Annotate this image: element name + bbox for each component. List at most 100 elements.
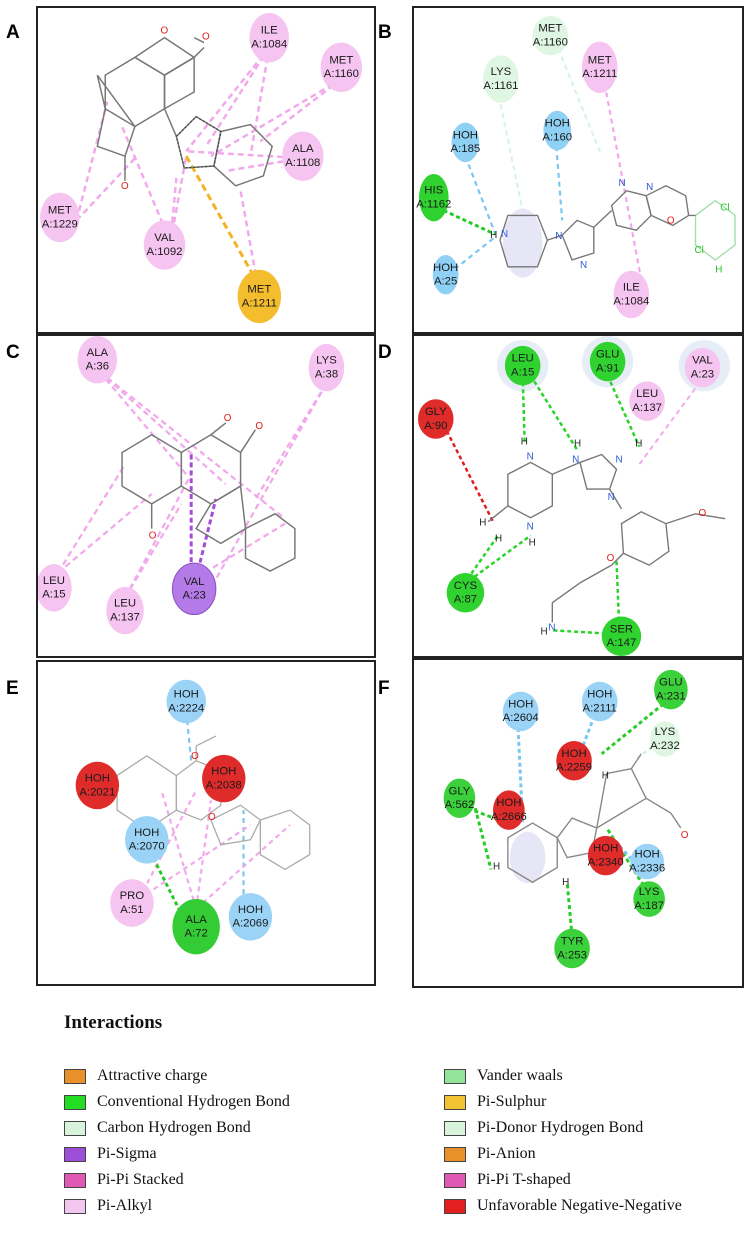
legend-item: Conventional Hydrogen Bond	[64, 1089, 290, 1115]
residue-number: A:185	[451, 143, 481, 155]
pi-alkyl-lines	[56, 370, 328, 599]
residue-bubble	[320, 42, 363, 92]
legend-label: Vander waals	[477, 1067, 563, 1084]
panel-e-diagram: O O HOH A:2224 HOH A:2021 HOH A:2038 HOH…	[75, 679, 311, 955]
legend-swatch	[64, 1198, 86, 1214]
atom-label: O	[121, 181, 129, 192]
residue-name: TYR	[561, 936, 584, 948]
panel-a-diagram: O O O ILE A:1084 MET A:1160 ALA A:1108 M…	[40, 12, 363, 324]
residue-name: CYS	[454, 580, 478, 592]
hbond-lines	[462, 374, 641, 636]
residue-name: HOH	[174, 689, 199, 701]
legend-item: Pi-Donor Hydrogen Bond	[444, 1115, 682, 1141]
residue-group: ILE A:1084 MET A:1160 ALA A:1108 MET A:1…	[40, 12, 363, 324]
residue-name: ALA	[185, 914, 207, 926]
panel-a: O O O ILE A:1084 MET A:1160 ALA A:1108 M…	[36, 6, 376, 334]
legend-label: Pi-Pi Stacked	[97, 1171, 184, 1188]
atom-label: H	[602, 771, 609, 782]
residue-number: A:90	[424, 420, 447, 432]
residue-number: A:147	[607, 637, 637, 649]
residue-number: A:1162	[416, 199, 451, 211]
atom-label: Cl	[695, 245, 704, 256]
residue-name: ILE	[261, 25, 278, 37]
legend-swatch	[64, 1146, 86, 1162]
panel-b: N N N N N O H Cl Cl H MET A:1160 MET A:1…	[412, 6, 744, 334]
atom-label: H	[574, 439, 581, 450]
residue-number: A:137	[632, 402, 662, 414]
legend-item: Unfavorable Negative-Negative	[444, 1193, 682, 1219]
legend-swatch	[444, 1146, 466, 1162]
residue-name: HOH	[211, 766, 236, 778]
legend-label: Pi-Donor Hydrogen Bond	[477, 1119, 644, 1136]
legend-item: Pi-Alkyl	[64, 1193, 290, 1219]
residue-name: LEU	[636, 388, 658, 400]
residue-name: ILE	[623, 282, 640, 294]
legend-swatch	[444, 1120, 466, 1136]
legend-label: Conventional Hydrogen Bond	[97, 1093, 290, 1110]
atom-label: O	[698, 508, 706, 519]
legend-label: Pi-Sigma	[97, 1145, 157, 1162]
residue-number: A:2111	[583, 702, 617, 714]
residue-number: A:23	[182, 590, 205, 602]
interaction-lines	[446, 23, 643, 280]
legend-swatch	[444, 1068, 466, 1084]
residue-name: HOH	[433, 262, 458, 274]
residue-name: HOH	[508, 698, 533, 710]
residue-name: VAL	[154, 232, 175, 244]
residue-number: A:2038	[206, 779, 242, 791]
ligand-structure	[507, 753, 682, 884]
residue-name: HOH	[561, 748, 586, 760]
atom-label: O	[149, 530, 157, 541]
residue-number: A:1084	[613, 295, 649, 307]
legend-swatch	[444, 1094, 466, 1110]
hbond-line	[443, 209, 496, 236]
pi-sulphur-line	[184, 155, 259, 284]
residue-name: HOH	[453, 129, 478, 141]
atom-label: O	[224, 413, 232, 424]
residue-name: PRO	[120, 890, 145, 902]
residue-name: ALA	[87, 347, 109, 359]
legend-item: Pi-Pi Stacked	[64, 1167, 290, 1193]
residue-number: A:1160	[533, 37, 568, 49]
panel-c: O O O ALA A:36 LYS A:38 LEU A:15 LEU A:1…	[36, 334, 376, 658]
residue-name: VAL	[184, 576, 205, 588]
residue-group: HOH A:2224 HOH A:2021 HOH A:2038 HOH A:2…	[75, 679, 273, 955]
legend-label: Pi-Pi T-shaped	[477, 1171, 571, 1188]
residue-name: LYS	[655, 726, 676, 738]
panel-d: N N N N N O O H H H H H H N H LEU A:15 G…	[412, 334, 744, 658]
atom-label: H	[529, 537, 536, 548]
residue-group: LEU A:15 GLU A:91 LEU A:137 VAL A:23 GLY…	[418, 341, 721, 656]
residue-number: A:91	[596, 363, 619, 375]
panel-f: H O H H H GLU A:231 HOH A:2111 HOH A:260…	[412, 658, 744, 988]
legend-item: Carbon Hydrogen Bond	[64, 1115, 290, 1141]
atom-label: N	[619, 178, 626, 189]
residue-number: A:562	[445, 799, 475, 811]
residue-number: A:1161	[483, 80, 518, 92]
atom-label: N	[555, 231, 562, 242]
panel-b-diagram: N N N N N O H Cl Cl H MET A:1160 MET A:1…	[416, 15, 736, 319]
residue-number: A:2666	[491, 811, 527, 823]
residue-name: HIS	[424, 185, 443, 197]
residue-number: A:1211	[242, 297, 277, 309]
legend-label: Unfavorable Negative-Negative	[477, 1197, 682, 1214]
legend-swatch	[64, 1094, 86, 1110]
atom-label: H	[635, 439, 642, 450]
residue-name: HOH	[587, 689, 612, 701]
residue-name: LYS	[316, 355, 337, 367]
residue-number: A:1092	[147, 246, 183, 258]
legend-swatch	[64, 1172, 86, 1188]
panel-f-diagram: H O H H H GLU A:231 HOH A:2111 HOH A:260…	[443, 669, 689, 969]
residue-name: MET	[329, 54, 353, 66]
atom-label: O	[202, 32, 210, 43]
panel-label-a: A	[6, 22, 20, 43]
legend-label: Pi-Alkyl	[97, 1197, 153, 1214]
residue-number: A:2069	[232, 918, 268, 930]
atom-label: N	[501, 229, 508, 240]
atom-label: H	[479, 518, 486, 529]
residue-group: GLU A:231 HOH A:2111 HOH A:2604 HOH A:22…	[443, 669, 688, 969]
residue-number: A:2224	[168, 702, 204, 714]
atom-label: H	[521, 437, 528, 448]
residue-name: MET	[247, 283, 271, 295]
residue-number: A:72	[184, 928, 207, 940]
